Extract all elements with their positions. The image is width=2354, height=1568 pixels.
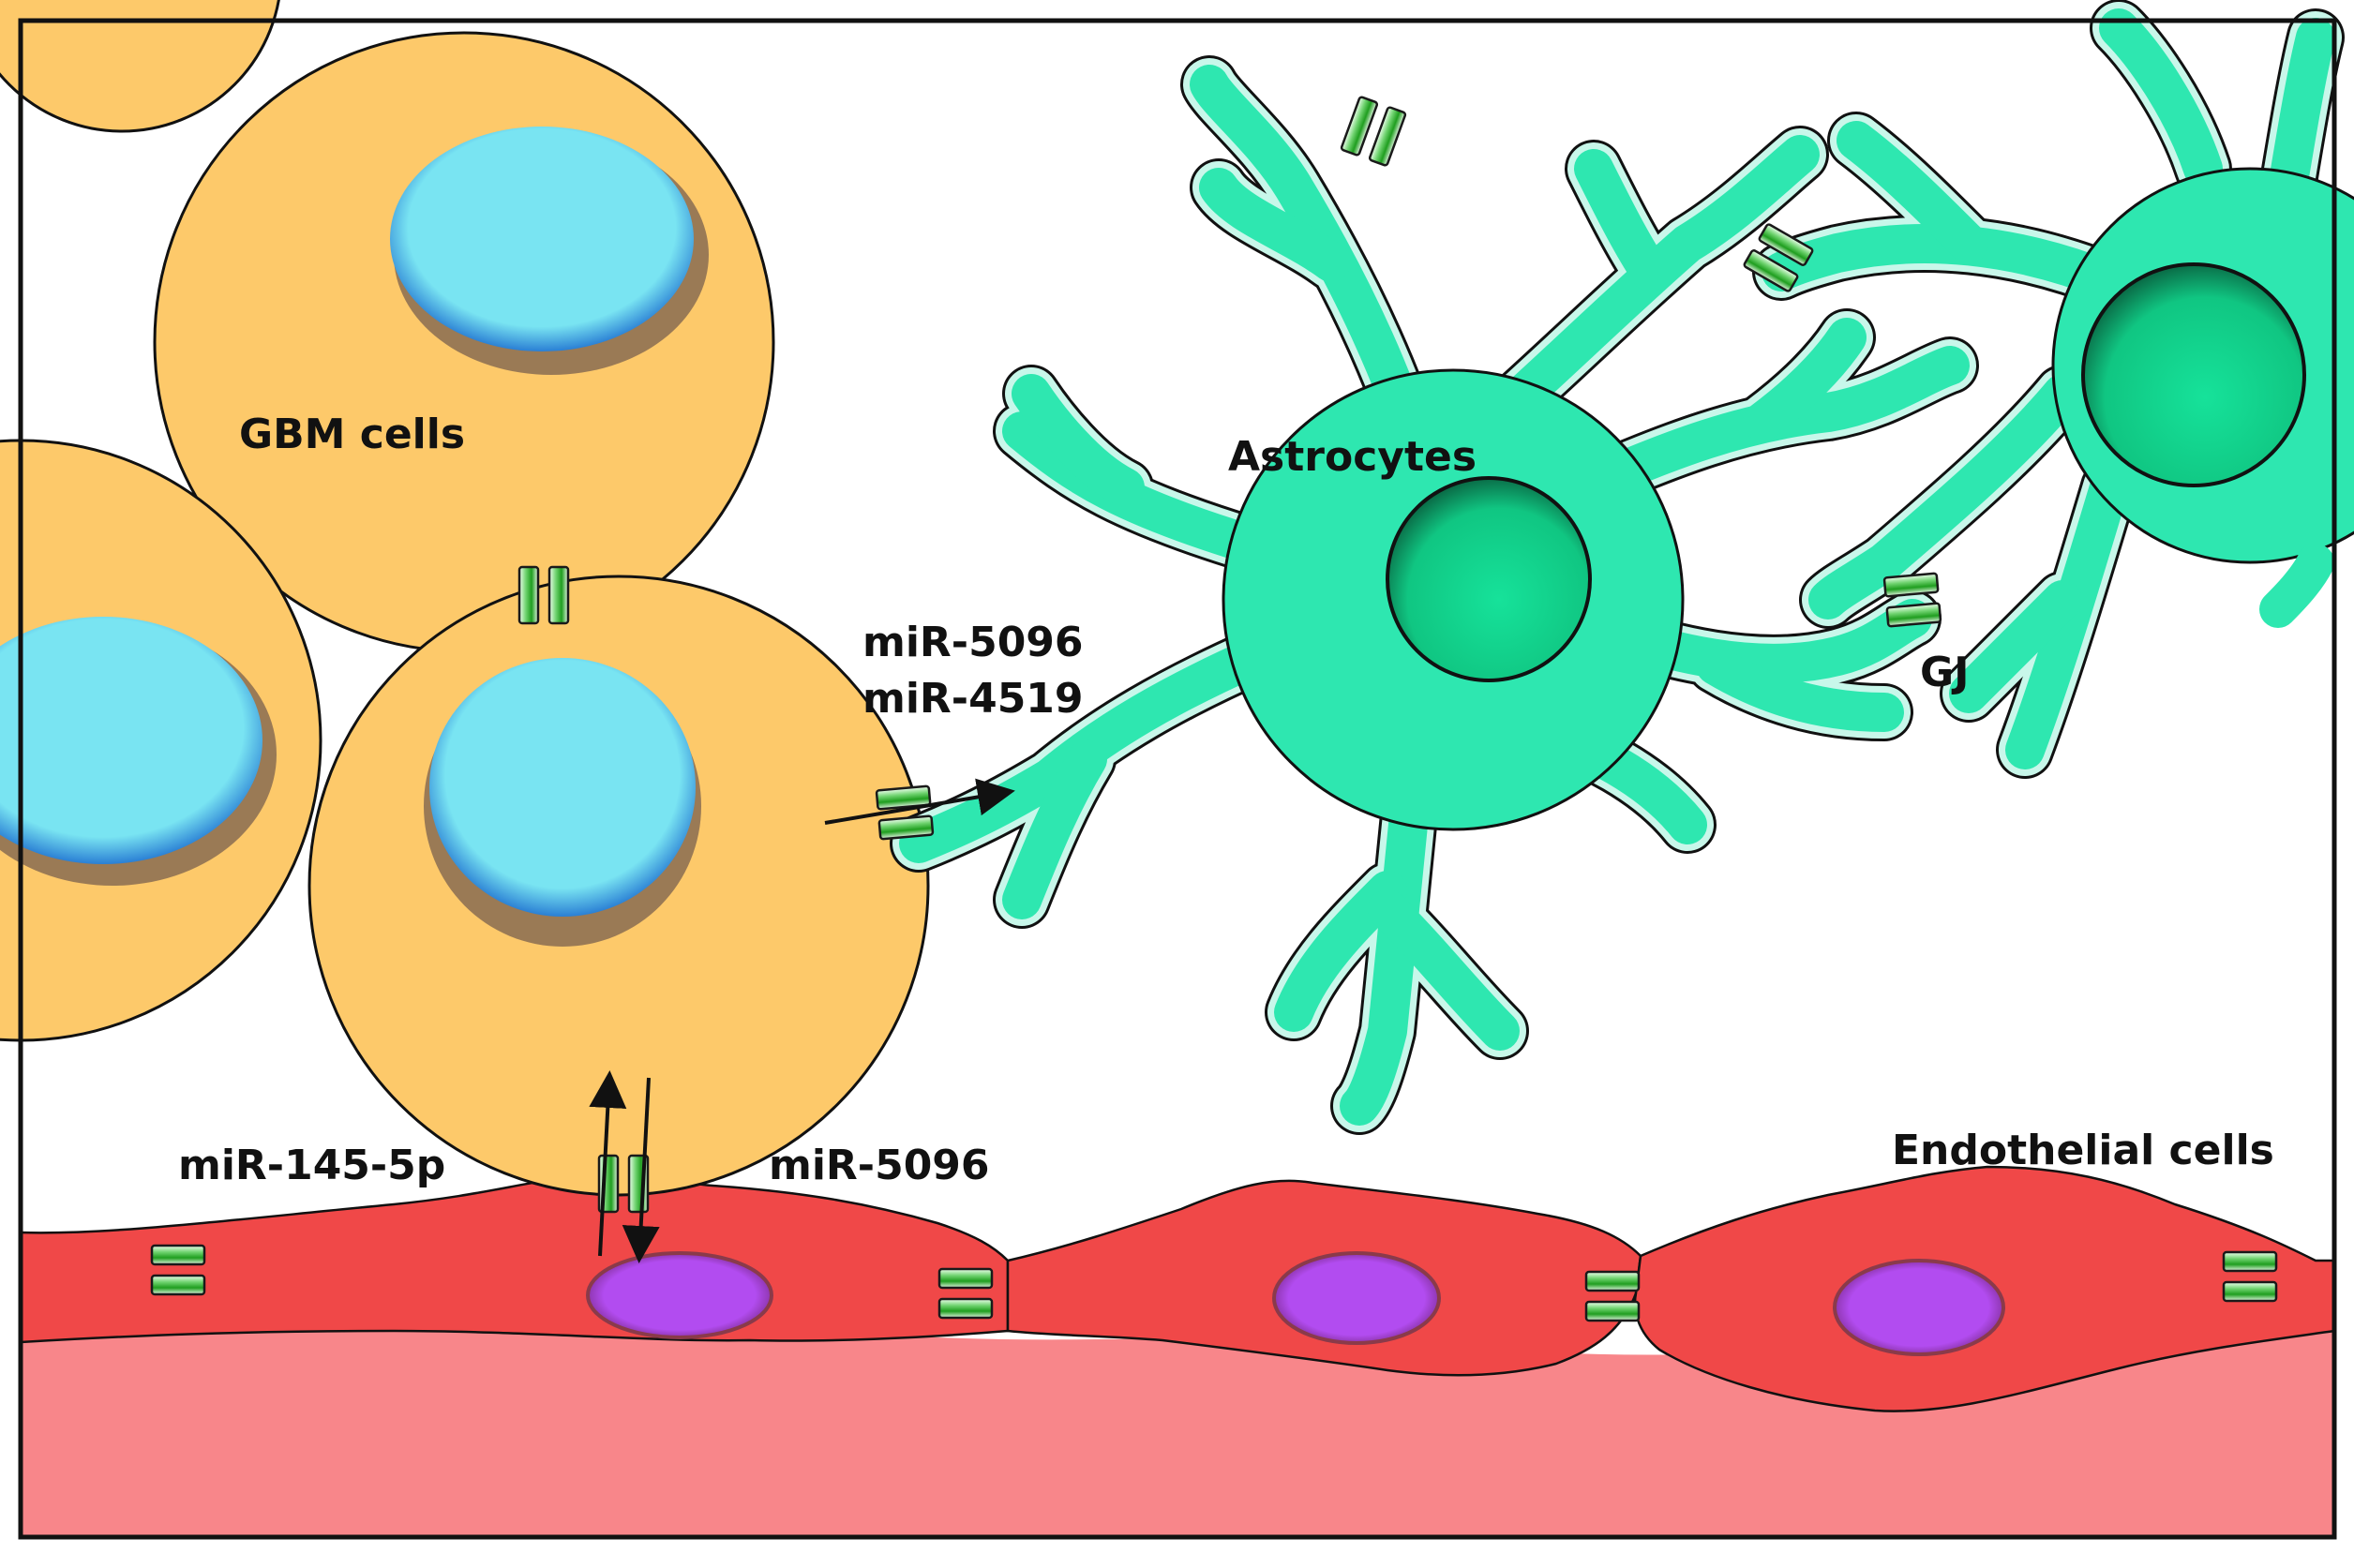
gbm-cells-label: GBM cells xyxy=(239,411,465,458)
figure-frame xyxy=(18,18,2337,1540)
gbm-cell-top-corner xyxy=(0,0,280,133)
astrocyte-secondary-nucleus xyxy=(2081,262,2306,487)
gbm-cells xyxy=(0,0,930,1197)
mirna-astro-label-2: miR-4519 xyxy=(862,675,1084,723)
endothelial-nucleus-2 xyxy=(1272,1251,1441,1345)
gbm-nucleus-lower xyxy=(429,658,696,917)
astrocytes-label: Astrocytes xyxy=(1228,433,1477,481)
endothelial-nucleus-1 xyxy=(586,1251,773,1339)
endothelial-nucleus-3 xyxy=(1833,1259,2005,1356)
astrocyte-main xyxy=(890,55,1979,1135)
mirna-endo-right-label: miR-5096 xyxy=(769,1142,990,1189)
mirna-endo-left-label: miR-145-5p xyxy=(178,1142,445,1189)
gj-label: GJ xyxy=(1920,649,1970,696)
transfer-arrows xyxy=(589,778,1015,1263)
arrow-icon xyxy=(824,778,1015,825)
mirna-astro-label-1: miR-5096 xyxy=(862,619,1084,666)
arrow-icon xyxy=(622,1077,660,1263)
gbm-nucleus-left xyxy=(0,617,262,864)
endothelial-cells xyxy=(19,1165,2336,1412)
gbm-nucleus-upper xyxy=(390,127,694,351)
astrocyte-nucleus xyxy=(1386,476,1592,682)
astrocyte-secondary xyxy=(1752,0,2354,779)
endothelial-cells-label: Endothelial cells xyxy=(1892,1127,2274,1174)
arrow-icon xyxy=(589,1070,627,1257)
